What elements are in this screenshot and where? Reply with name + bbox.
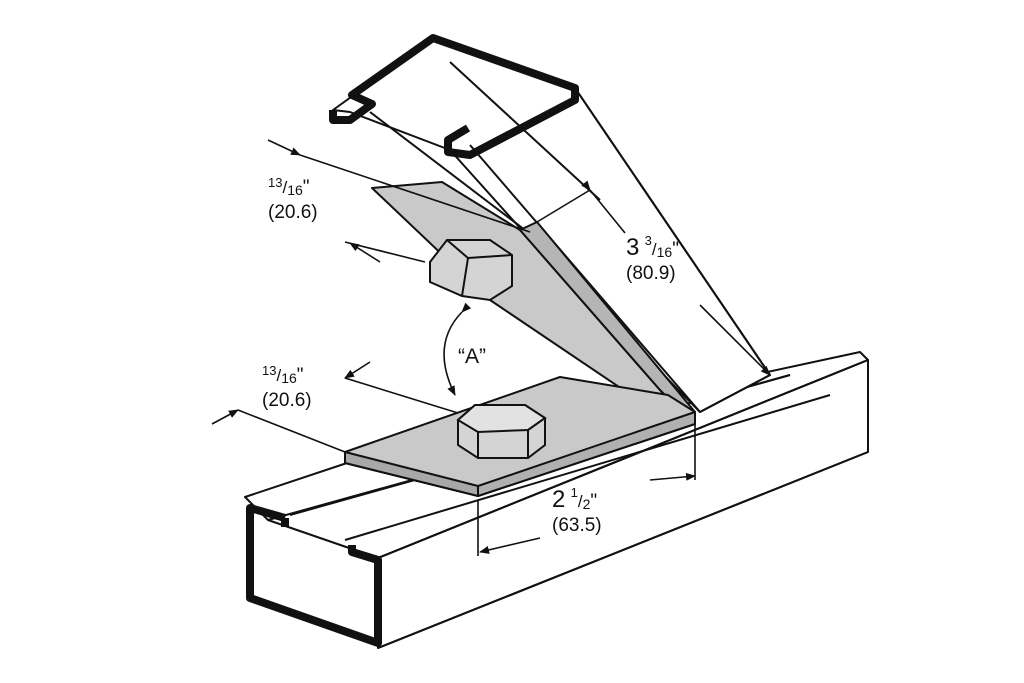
dimension-top-offset: 13/16" (20.6)	[268, 175, 318, 223]
whole-number: 3	[626, 234, 640, 261]
angle-label: “A”	[458, 345, 486, 368]
unit-mark: "	[296, 365, 304, 386]
upper-channel-profile	[329, 34, 579, 159]
metric-value: (20.6)	[262, 390, 312, 411]
lower-channel-profile	[246, 504, 382, 647]
unit-mark: "	[590, 491, 598, 512]
metric-value: (63.5)	[552, 515, 602, 536]
whole-number: 2	[552, 486, 566, 513]
unit-mark: "	[672, 239, 679, 260]
fraction-denominator: 2	[582, 496, 591, 512]
fraction-numerator: 1	[570, 485, 578, 500]
fraction-numerator: 13	[268, 175, 283, 190]
fraction-denominator: 16	[287, 182, 303, 198]
metric-value: (20.6)	[268, 202, 318, 223]
fraction-numerator: 13	[262, 363, 277, 378]
lower-hex-bolt	[456, 404, 547, 459]
fraction-numerator: 3	[644, 233, 652, 248]
unit-mark: "	[302, 177, 310, 198]
dimension-base-length: 2 1/2" (63.5)	[552, 485, 602, 536]
fraction-denominator: 16	[656, 244, 673, 260]
dimension-bottom-offset: 13/16" (20.6)	[262, 363, 312, 411]
metric-value: (80.9)	[626, 263, 676, 284]
upper-channel	[332, 37, 771, 413]
fraction-denominator: 16	[281, 370, 297, 386]
dimension-leg-length: 3 3/16" (80.9)	[626, 233, 679, 284]
upper-hex-bolt	[429, 239, 513, 302]
dimension-lines	[211, 139, 771, 556]
